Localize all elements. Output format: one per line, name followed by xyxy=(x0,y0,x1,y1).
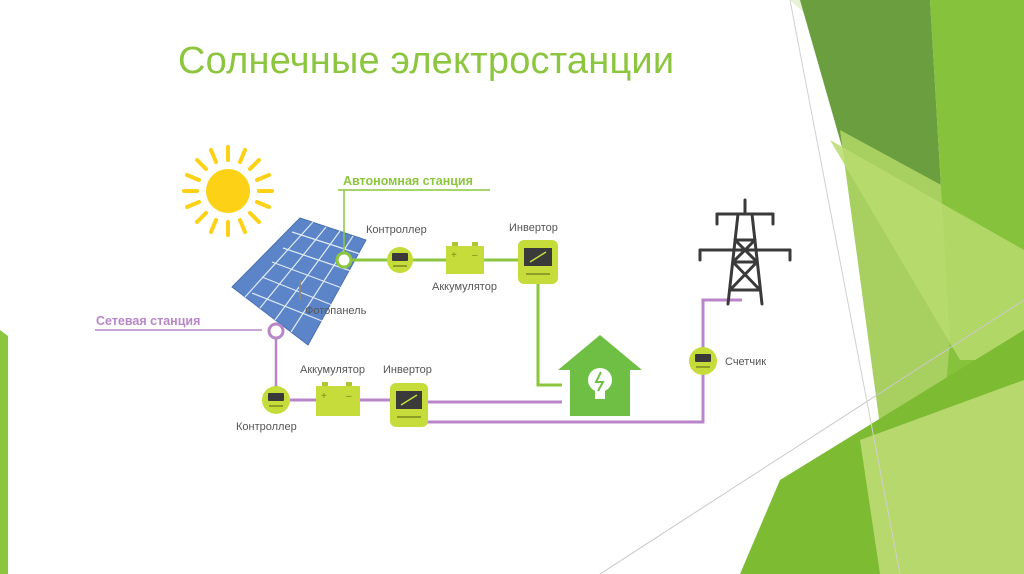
autonomous-junction-node xyxy=(335,251,353,269)
bottom-controller-icon xyxy=(262,386,290,414)
solar-panel-icon xyxy=(231,217,367,346)
bottom-battery-label: Аккумулятор xyxy=(300,364,365,376)
autonomous-wiring xyxy=(338,189,562,387)
top-battery-icon: + – xyxy=(446,242,484,274)
decor-facet-highlight xyxy=(830,140,1024,360)
slide-title: Солнечные электростанции xyxy=(178,40,675,82)
bottom-inverter-label: Инвертор xyxy=(383,364,432,376)
bottom-battery-icon: + – xyxy=(316,382,360,416)
svg-text:–: – xyxy=(472,250,478,261)
meter-icon xyxy=(689,347,717,375)
decor-facet-left-strip xyxy=(0,330,8,574)
sun-icon xyxy=(182,145,274,237)
top-inverter-label: Инвертор xyxy=(509,222,558,234)
svg-text:+: + xyxy=(321,391,327,402)
top-inverter-icon xyxy=(518,240,558,284)
top-controller-label: Контроллер xyxy=(366,224,427,236)
top-battery-label: Аккумулятор xyxy=(432,281,497,293)
decor-line-2 xyxy=(789,0,901,574)
power-tower-icon xyxy=(698,198,792,306)
grid-station-label: Сетевая станция xyxy=(96,314,200,328)
bottom-controller-label: Контроллер xyxy=(236,421,297,433)
decor-facet-bottom-light xyxy=(860,380,1024,574)
grid-junction-node xyxy=(267,322,285,340)
house-icon xyxy=(558,335,642,416)
meter-label: Счетчик xyxy=(725,356,766,368)
top-controller-icon xyxy=(387,247,413,273)
decor-line-1 xyxy=(599,299,1024,574)
svg-text:+: + xyxy=(451,250,457,261)
svg-text:–: – xyxy=(346,391,352,402)
autonomous-station-label: Автономная станция xyxy=(343,174,473,188)
solar-panel-label: Фотопанель xyxy=(305,305,367,317)
bottom-inverter-icon xyxy=(390,383,428,427)
